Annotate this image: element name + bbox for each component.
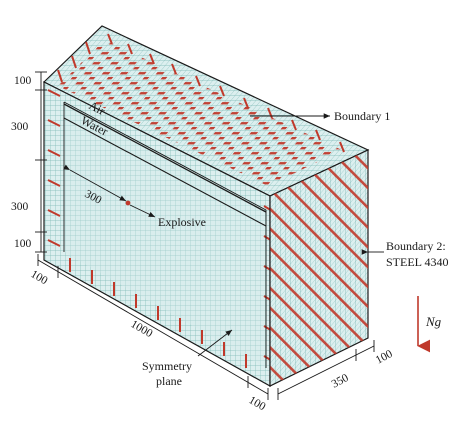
dim-bottom-end: 100 bbox=[247, 394, 268, 413]
explosive-charge bbox=[125, 200, 131, 206]
top-face bbox=[42, 25, 370, 201]
dim-left-upper: 300 bbox=[11, 121, 29, 133]
label-symmetry-line2: plane bbox=[156, 374, 182, 388]
dim-left-top: 100 bbox=[14, 75, 32, 87]
dim-bottom-corner: 100 bbox=[29, 268, 50, 287]
label-boundary2-line2: STEEL 4340 bbox=[386, 255, 449, 269]
bottom-dimension-line bbox=[37, 254, 269, 400]
label-boundary2-line1: Boundary 2: bbox=[386, 239, 446, 253]
label-explosive: Explosive bbox=[158, 215, 206, 229]
dim-bottom-length: 1000 bbox=[129, 318, 155, 340]
explosive-leader bbox=[129, 204, 156, 218]
left-dimension-line bbox=[35, 71, 47, 253]
right-face bbox=[269, 149, 369, 387]
label-air: Air bbox=[87, 98, 108, 118]
label-gravity: Ng bbox=[425, 314, 442, 329]
dim-depth-end: 100 bbox=[374, 348, 395, 367]
dim-left-bottom: 100 bbox=[14, 238, 32, 250]
label-symmetry-line1: Symmetry bbox=[142, 359, 192, 373]
dim-depth: 350 bbox=[330, 372, 351, 391]
dim-left-lower: 300 bbox=[11, 201, 29, 213]
label-boundary1: Boundary 1 bbox=[334, 109, 390, 123]
charge-offset-dimension bbox=[63, 164, 127, 202]
depth-dimension-line bbox=[277, 340, 375, 400]
symmetry-leader bbox=[197, 329, 233, 357]
